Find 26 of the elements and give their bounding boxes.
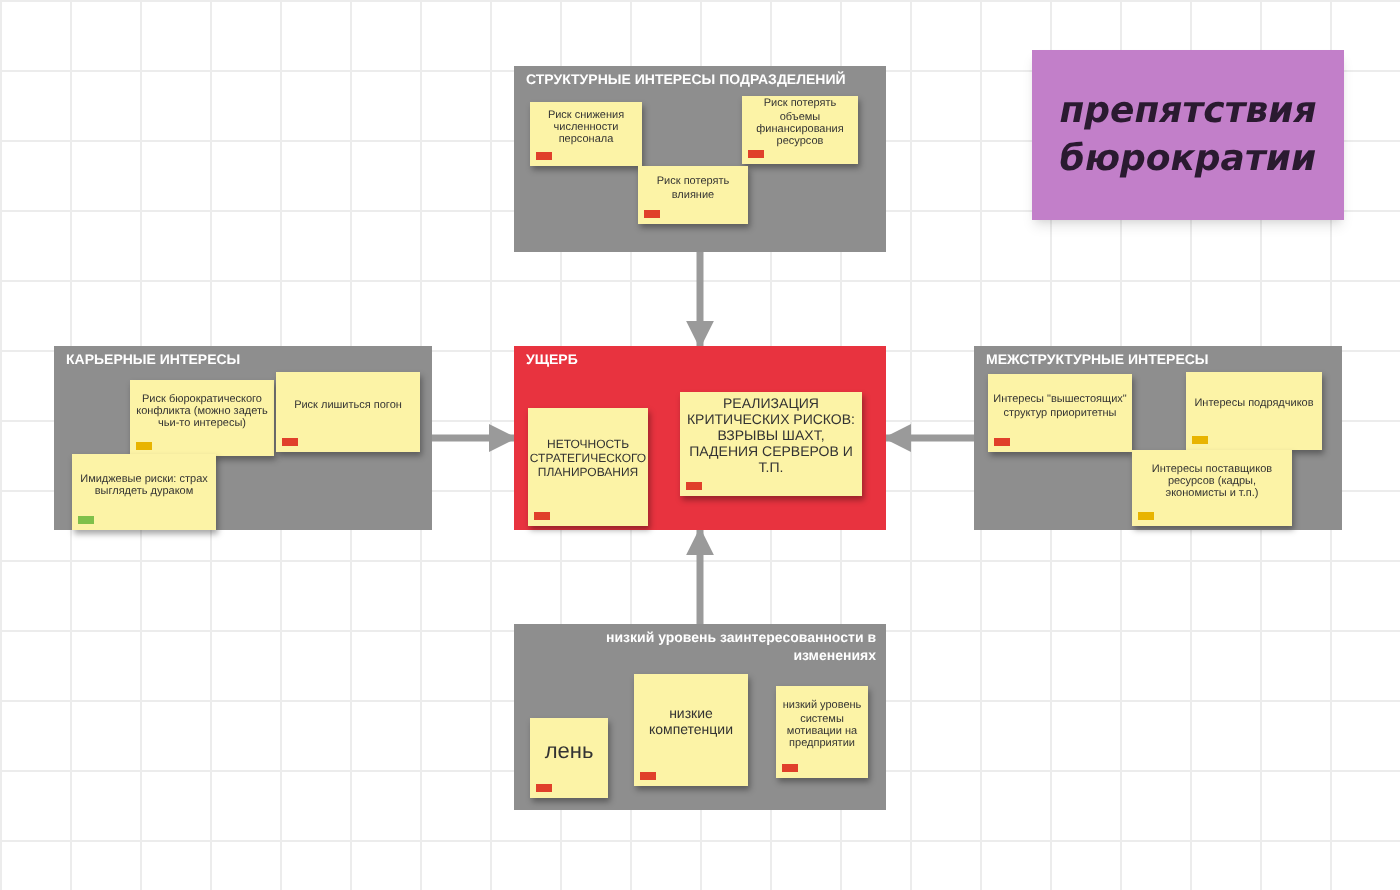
arrow — [432, 424, 517, 452]
sticky-note — [776, 686, 868, 778]
sticky-note — [530, 718, 608, 798]
arrow — [686, 252, 714, 349]
sticky-note — [680, 392, 862, 496]
note-text: лень — [542, 739, 596, 765]
sticky-note — [130, 380, 274, 456]
sticky-note — [988, 374, 1132, 452]
arrow — [686, 527, 714, 624]
sticky-note — [1032, 50, 1344, 220]
group-panel — [514, 624, 886, 810]
sticky-note — [634, 674, 748, 786]
sticky-note — [530, 102, 642, 166]
group-panel — [54, 346, 432, 530]
group-panel — [974, 346, 1342, 530]
group-panel — [514, 346, 886, 530]
sticky-note — [72, 454, 216, 530]
sticky-note — [1186, 372, 1322, 450]
sticky-note — [742, 96, 858, 164]
sticky-note — [276, 372, 420, 452]
arrow — [883, 424, 974, 452]
sticky-note — [638, 166, 748, 224]
sticky-note — [1132, 450, 1292, 526]
sticky-note — [528, 408, 648, 526]
note-text: препятствия бюрократии — [1057, 87, 1319, 183]
group-panel — [514, 66, 886, 252]
